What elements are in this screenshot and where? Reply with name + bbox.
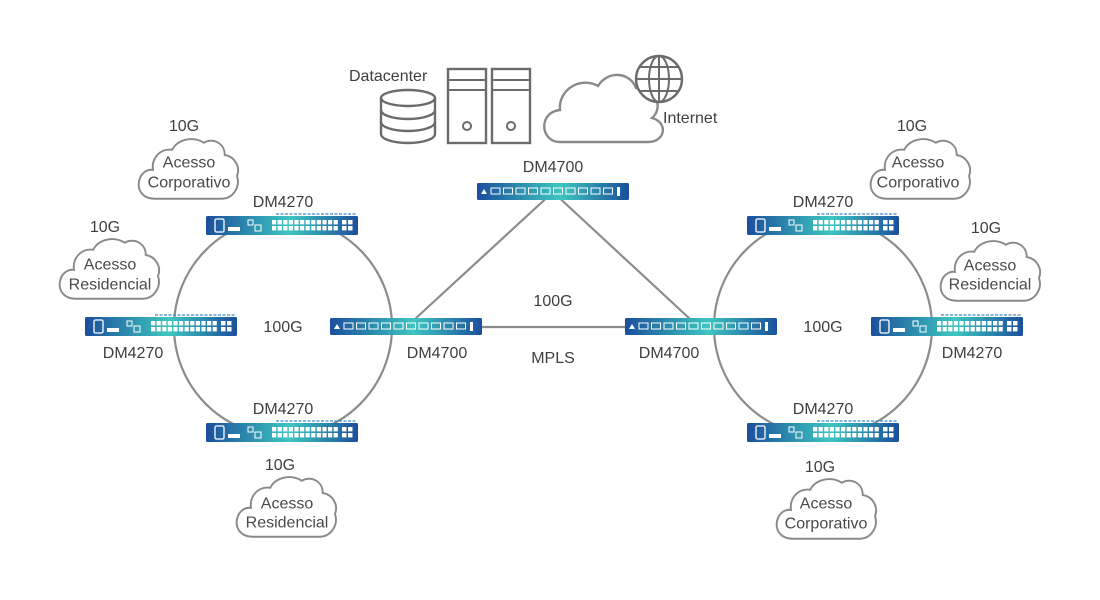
- cloud-left-mid-line1: Acesso: [83, 256, 137, 274]
- left-top-switch-label: DM4270: [252, 194, 314, 211]
- right-bot-switch-label: DM4270: [792, 401, 854, 418]
- ring-right-speed: 100G: [803, 319, 843, 336]
- right-top-switch-label: DM4270: [792, 194, 854, 211]
- server-tower-icon: [446, 67, 532, 145]
- cloud-left-bot-line2: Residencial: [245, 514, 329, 532]
- cloud-left-top-speed: 10G: [168, 118, 200, 135]
- switch-dm4270-left-bot: [206, 420, 358, 442]
- switch-dm4270-right-bot: [747, 420, 899, 442]
- datacenter-label: Datacenter: [349, 68, 428, 85]
- cloud-globe-icon: [543, 54, 684, 144]
- cloud-left-mid-line2: Residencial: [68, 276, 152, 294]
- cloud-right-mid-line2: Residencial: [948, 276, 1032, 294]
- switch-dm4700-right: [625, 318, 777, 335]
- left-mid-switch-label: DM4270: [102, 345, 164, 362]
- cloud-left-bot-line1: Acesso: [260, 495, 314, 513]
- ring-left-speed: 100G: [263, 319, 303, 336]
- switch-dm4270-right-top: [747, 213, 899, 235]
- switch-dm4270-left-mid: [85, 314, 237, 336]
- core-top-label: DM4700: [522, 159, 584, 176]
- internet-label: Internet: [663, 110, 718, 127]
- cloud-right-mid-line1: Acesso: [963, 257, 1017, 275]
- database-icon: [379, 88, 437, 145]
- cloud-left-top-line2: Corporativo: [147, 174, 231, 192]
- switch-dm4700-top: [477, 183, 629, 200]
- core-right-label: DM4700: [638, 345, 700, 362]
- cloud-right-top-speed: 10G: [896, 118, 928, 135]
- cloud-right-bot-line1: Acesso: [799, 495, 853, 513]
- switch-dm4270-left-top: [206, 213, 358, 235]
- core-link-speed: 100G: [533, 293, 573, 310]
- cloud-left-mid-speed: 10G: [89, 219, 121, 236]
- cloud-right-top-line2: Corporativo: [876, 174, 960, 192]
- core-link-protocol: MPLS: [531, 350, 575, 367]
- core-link-right: [552, 191, 691, 320]
- cloud-right-bot-speed: 10G: [804, 459, 836, 476]
- cloud-right-top-line1: Acesso: [891, 154, 945, 172]
- core-link-left: [414, 191, 554, 320]
- right-mid-switch-label: DM4270: [941, 345, 1003, 362]
- core-left-label: DM4700: [406, 345, 468, 362]
- left-bot-switch-label: DM4270: [252, 401, 314, 418]
- cloud-right-bot-line2: Corporativo: [784, 515, 868, 533]
- switch-dm4270-right-mid: [871, 314, 1023, 336]
- cloud-left-bot-speed: 10G: [264, 457, 296, 474]
- cloud-left-top-line1: Acesso: [162, 154, 216, 172]
- cloud-right-mid-speed: 10G: [970, 220, 1002, 237]
- switch-dm4700-left: [330, 318, 482, 335]
